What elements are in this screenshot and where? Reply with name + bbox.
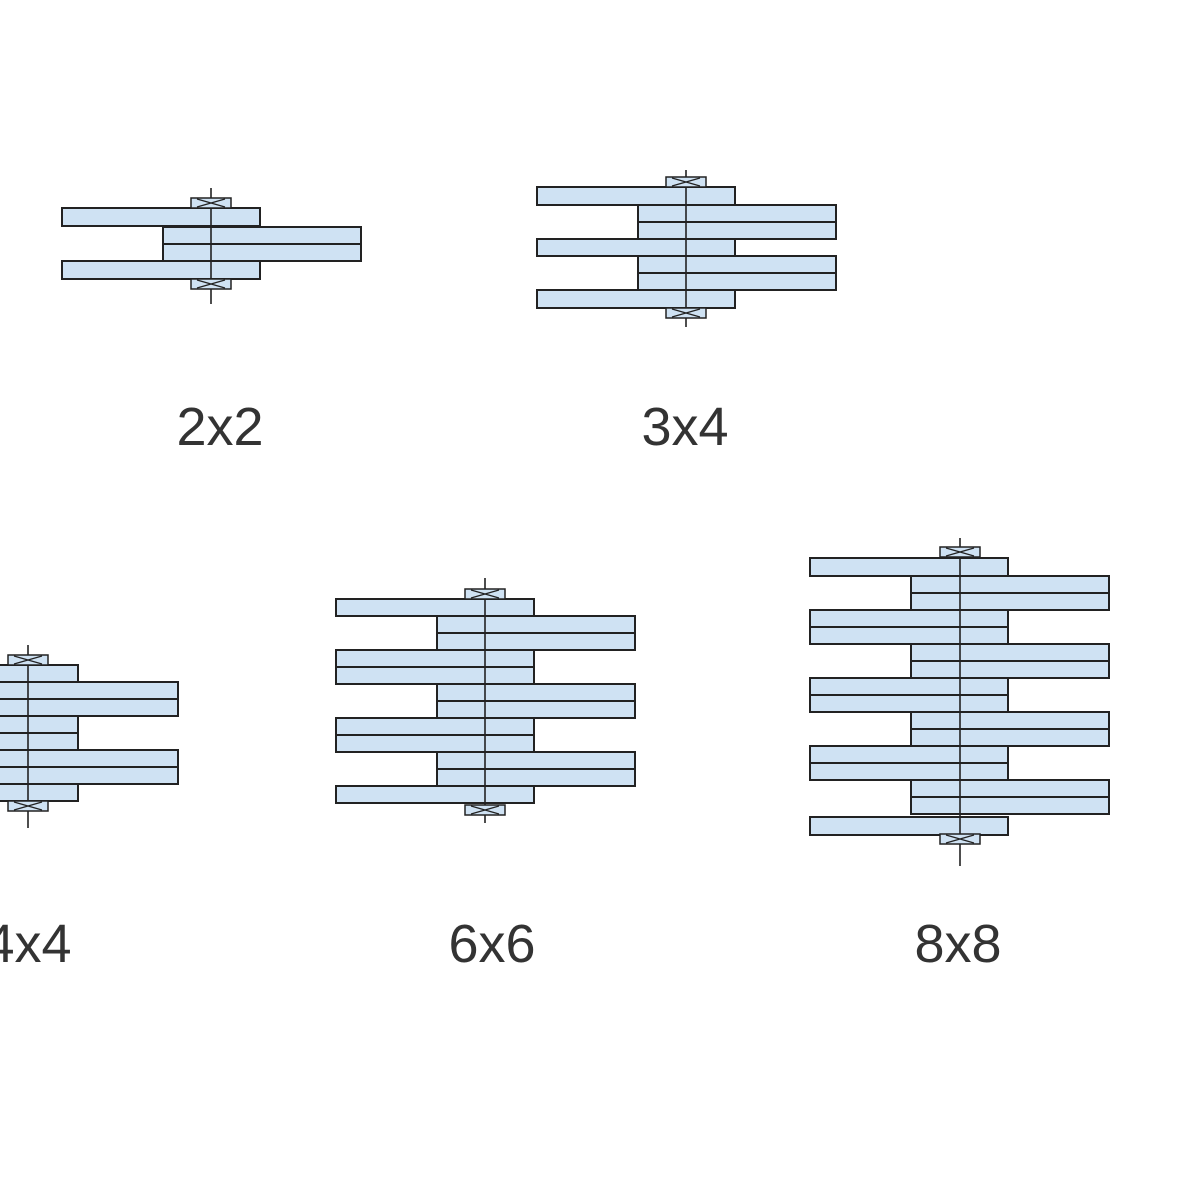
chain-label-8x8: 8x8 xyxy=(914,914,1001,974)
inner-plate xyxy=(436,632,636,651)
outer-plate xyxy=(335,717,535,736)
inner-plate xyxy=(637,255,837,274)
pin-head xyxy=(939,546,981,558)
inner-plate xyxy=(436,683,636,702)
pin-head xyxy=(939,833,981,845)
outer-plate xyxy=(0,715,79,734)
inner-plate xyxy=(0,698,179,717)
pin-head xyxy=(7,800,49,812)
outer-plate xyxy=(335,598,535,617)
inner-plate xyxy=(637,204,837,223)
outer-plate xyxy=(809,745,1009,764)
inner-plate xyxy=(910,643,1110,662)
inner-plate xyxy=(0,681,179,700)
inner-plate xyxy=(637,272,837,291)
chain-label-6x6: 6x6 xyxy=(448,914,535,974)
pin-head xyxy=(464,804,506,816)
chain-6x6 xyxy=(335,578,636,823)
inner-plate xyxy=(910,592,1110,611)
inner-plate xyxy=(436,751,636,770)
inner-plate xyxy=(436,615,636,634)
inner-plate xyxy=(162,226,362,245)
inner-plate xyxy=(910,575,1110,594)
outer-plate xyxy=(0,783,79,802)
pin-head xyxy=(7,654,49,666)
chain-label-3x4: 3x4 xyxy=(641,397,728,457)
outer-plate xyxy=(809,694,1009,713)
outer-plate xyxy=(0,664,79,683)
inner-plate xyxy=(910,660,1110,679)
outer-plate xyxy=(536,289,736,309)
inner-plate xyxy=(910,728,1110,747)
chain-label-4x4: 4x4 xyxy=(0,914,72,974)
outer-plate xyxy=(61,207,261,227)
outer-plate xyxy=(809,762,1009,781)
inner-plate xyxy=(436,768,636,787)
inner-plate xyxy=(910,779,1110,798)
inner-plate xyxy=(162,243,362,262)
chain-2x2 xyxy=(61,188,362,304)
outer-plate xyxy=(335,734,535,753)
inner-plate xyxy=(0,749,179,768)
chain-label-2x2: 2x2 xyxy=(176,397,263,457)
pin-head xyxy=(190,278,232,290)
chain-8x8 xyxy=(809,538,1110,866)
inner-plate xyxy=(910,711,1110,730)
outer-plate xyxy=(809,816,1009,836)
outer-plate xyxy=(809,677,1009,696)
outer-plate xyxy=(536,186,736,206)
outer-plate xyxy=(335,785,535,804)
outer-plate xyxy=(335,649,535,668)
inner-plate xyxy=(637,221,837,240)
pin-head xyxy=(190,197,232,209)
outer-plate xyxy=(809,609,1009,628)
outer-plate xyxy=(809,626,1009,645)
outer-plate xyxy=(809,557,1009,577)
inner-plate xyxy=(910,796,1110,815)
outer-plate xyxy=(536,238,736,257)
pin-head xyxy=(464,588,506,600)
outer-plate xyxy=(335,666,535,685)
chain-4x4 xyxy=(0,645,179,828)
inner-plate xyxy=(436,700,636,719)
chain-3x4 xyxy=(536,170,837,327)
inner-plate xyxy=(0,766,179,785)
pin-head xyxy=(665,307,707,319)
outer-plate xyxy=(0,732,79,751)
outer-plate xyxy=(61,260,261,280)
pin-head xyxy=(665,176,707,188)
